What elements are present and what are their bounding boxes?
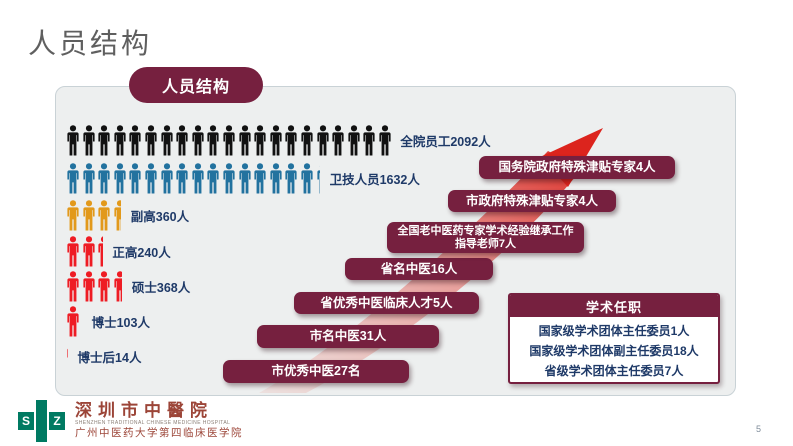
pictogram-row-博士: 博士103人 — [66, 305, 150, 338]
pictogram-row-硕士: 硕士368人 — [66, 270, 190, 303]
person-icon — [113, 162, 127, 195]
person-icon — [66, 235, 80, 268]
hospital-name-english: SHENZHEN TRADITIONAL CHINESE MEDICINE HO… — [75, 420, 231, 426]
person-icon — [97, 124, 111, 157]
academic-positions-list: 国家级学术团体主任委员1人国家级学术团体副主任委员18人省级学术团体主任委员7人 — [510, 317, 718, 382]
person-icon — [269, 162, 283, 195]
person-icon — [66, 305, 80, 338]
person-icon — [331, 124, 345, 157]
person-icon-partial — [378, 124, 391, 157]
person-icon — [128, 162, 142, 195]
page-title: 人员结构 — [28, 29, 153, 60]
section-badge: 人员结构 — [129, 67, 263, 103]
person-icon — [97, 199, 111, 232]
person-icon — [284, 124, 298, 157]
person-icon — [144, 162, 158, 195]
logo-cross-bar — [36, 400, 47, 442]
step-box-1: 市优秀中医27名 — [223, 360, 409, 383]
pictogram-row-label: 全院员工2092人 — [400, 135, 491, 149]
person-icon — [82, 270, 96, 303]
person-icon-partial — [97, 235, 103, 268]
person-icon — [284, 162, 298, 195]
hospital-name: 深圳市中醫院 — [75, 401, 213, 420]
person-icon — [269, 124, 283, 157]
step-box-7: 国务院政府特殊津贴专家4人 — [479, 156, 675, 179]
person-icon — [206, 162, 220, 195]
step-box-3: 省优秀中医临床人才5人 — [294, 292, 479, 314]
person-icon — [97, 162, 111, 195]
person-icon — [191, 124, 205, 157]
person-icon — [66, 270, 80, 303]
step-box-5: 全国老中医药专家学术经验继承工作指导老师7人 — [387, 222, 584, 253]
step-box-4: 省名中医16人 — [345, 258, 493, 280]
pictogram-row-label: 副高360人 — [130, 210, 190, 224]
person-icon — [66, 162, 80, 195]
person-icon — [222, 162, 236, 195]
page-number: 5 — [755, 424, 761, 434]
person-icon — [175, 124, 189, 157]
person-icon — [160, 124, 174, 157]
person-icon — [66, 124, 80, 157]
person-icon — [82, 124, 96, 157]
person-icon — [253, 124, 267, 157]
person-icon — [191, 162, 205, 195]
pictogram-row-label: 正高240人 — [112, 246, 171, 260]
person-icon — [128, 124, 142, 157]
person-icon-partial — [316, 162, 320, 195]
pictogram-row-正高: 正高240人 — [66, 235, 171, 268]
step-box-6: 市政府特殊津贴专家4人 — [448, 190, 616, 212]
person-icon — [144, 124, 158, 157]
person-icon-partial — [113, 199, 122, 232]
person-icon — [82, 162, 96, 195]
person-icon — [175, 162, 189, 195]
person-icon — [300, 162, 314, 195]
person-icon — [300, 124, 314, 157]
person-icon — [253, 162, 267, 195]
pictogram-row-label: 博士103人 — [91, 316, 150, 330]
person-icon — [66, 199, 80, 232]
hospital-affiliation: 广州中医药大学第四临床医学院 — [75, 427, 243, 439]
pictogram-row-博士后: 博士后14人 — [66, 340, 141, 373]
academic-item: 省级学术团体主任委员7人 — [544, 364, 684, 378]
pictogram-row-卫技人员: 卫技人员1632人 — [66, 162, 420, 195]
pictogram-row-副高: 副高360人 — [66, 199, 189, 232]
hospital-logo-icon: S Z — [18, 400, 66, 442]
person-icon-partial — [113, 270, 123, 303]
academic-positions-title: 学术任职 — [510, 295, 718, 317]
person-icon — [316, 124, 330, 157]
person-icon — [206, 124, 220, 157]
person-icon — [160, 162, 174, 195]
person-icon — [113, 124, 127, 157]
pictogram-row-label: 硕士368人 — [131, 281, 191, 295]
person-icon — [82, 199, 96, 232]
person-icon — [222, 124, 236, 157]
pictogram-row-label: 卫技人员1632人 — [329, 173, 420, 187]
pictogram-row-全院员工: 全院员工2092人 — [66, 124, 491, 157]
academic-positions-box: 学术任职 国家级学术团体主任委员1人国家级学术团体副主任委员18人省级学术团体主… — [508, 293, 720, 384]
person-icon — [238, 162, 252, 195]
footer-text: 深圳市中醫院 SHENZHEN TRADITIONAL CHINESE MEDI… — [75, 402, 243, 440]
person-icon — [238, 124, 252, 157]
logo-letter-s: S — [18, 412, 34, 430]
academic-item: 国家级学术团体副主任委员18人 — [529, 344, 699, 358]
content-panel: 全院员工2092人卫技人员1632人副高360人正高240人硕士368人博士10… — [55, 86, 736, 396]
step-box-2: 市名中医31人 — [257, 325, 439, 348]
logo-letter-z: Z — [49, 412, 65, 430]
person-icon — [347, 124, 361, 157]
person-icon — [82, 235, 96, 268]
person-icon-partial — [66, 340, 68, 373]
person-icon — [362, 124, 376, 157]
pictogram-row-label: 博士后14人 — [77, 351, 142, 365]
person-icon — [97, 270, 111, 303]
footer-logo: S Z 深圳市中醫院 SHENZHEN TRADITIONAL CHINESE … — [18, 400, 243, 442]
academic-item: 国家级学术团体主任委员1人 — [538, 324, 690, 338]
